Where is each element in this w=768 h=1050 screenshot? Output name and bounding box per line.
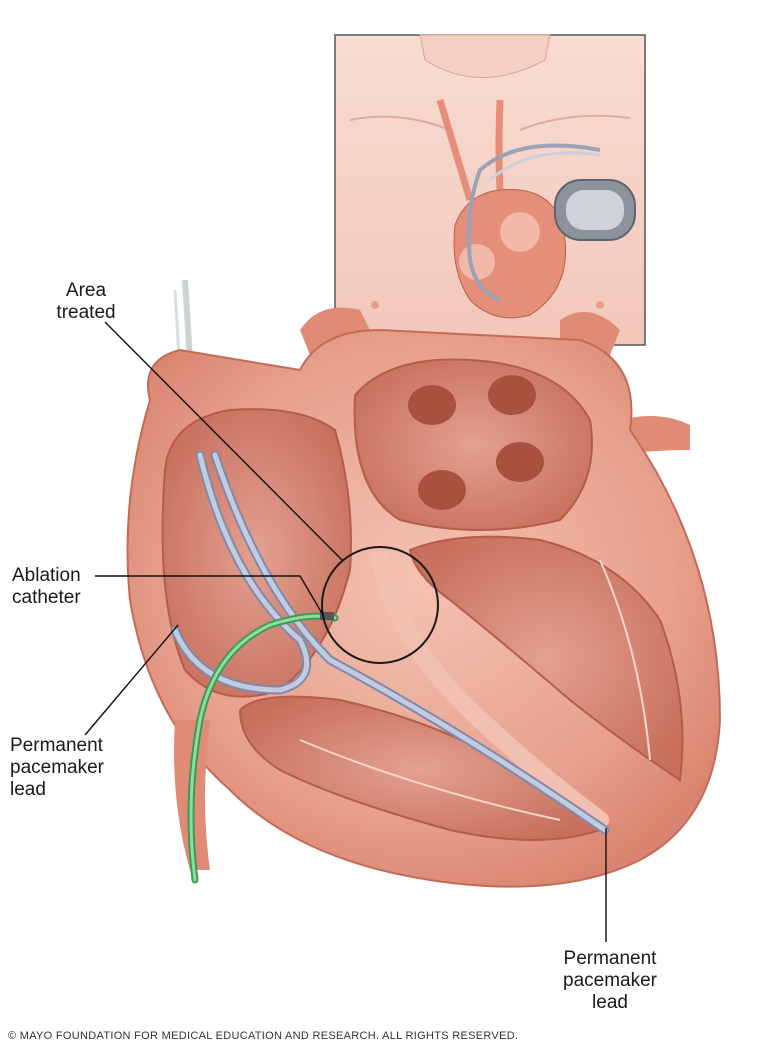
label-pacemaker-lead-left: Permanent pacemaker lead <box>10 735 104 800</box>
pacemaker-leads <box>170 450 610 835</box>
label-ablation-catheter: Ablation catheter <box>12 565 81 608</box>
label-area-treated: Area treated <box>56 280 116 323</box>
leader-ablation <box>95 575 324 616</box>
leader-pacemaker-left <box>84 624 179 736</box>
leader-lines <box>84 321 607 942</box>
area-treated-circle <box>321 546 439 664</box>
ablation-catheter <box>187 612 339 884</box>
heart-illustration <box>126 279 722 888</box>
leader-area-treated <box>104 321 343 561</box>
copyright-footer: © MAYO FOUNDATION FOR MEDICAL EDUCATION … <box>8 1030 519 1042</box>
label-pacemaker-lead-right: Permanent pacemaker lead <box>563 948 657 1013</box>
inset-torso <box>334 34 646 346</box>
